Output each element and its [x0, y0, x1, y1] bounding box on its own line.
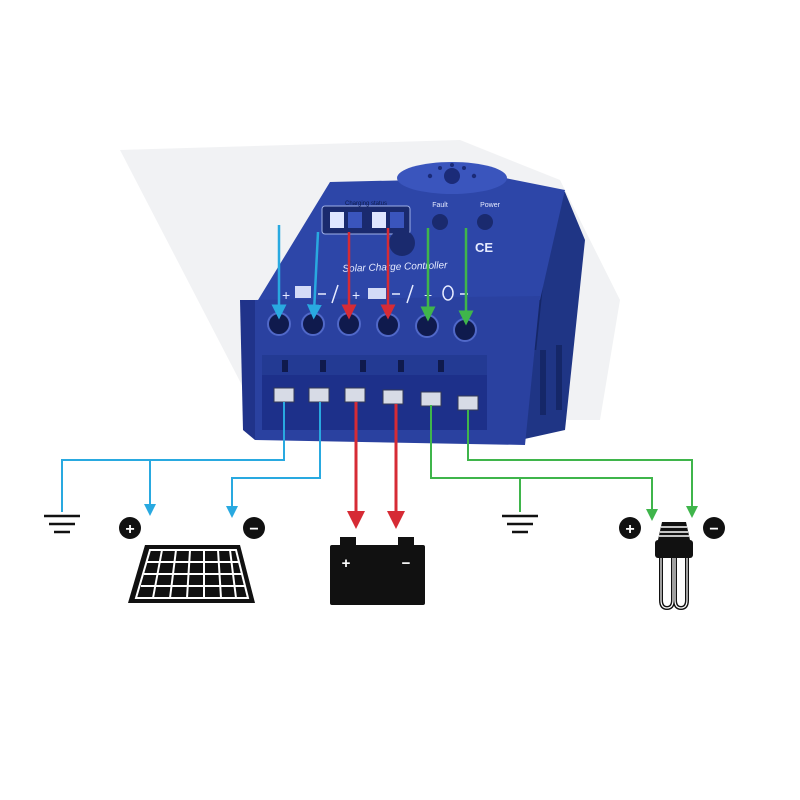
fault-label: Fault — [432, 202, 448, 209]
svg-text:+: + — [625, 521, 634, 538]
fault-led — [432, 214, 448, 230]
screw-hole-2 — [301, 312, 325, 336]
vent-holes — [427, 163, 477, 179]
svg-text:+: + — [282, 287, 290, 303]
power-label: Power — [480, 202, 501, 209]
indicator-leds: Fault Power — [432, 202, 501, 230]
screw-hole-4 — [376, 313, 400, 337]
cfl-bulb-icon — [655, 522, 693, 611]
terminal-slot-6 — [457, 395, 479, 411]
ground-symbol-right — [502, 514, 538, 534]
solar-plus-badge: + — [119, 517, 141, 539]
battery-wires — [347, 402, 405, 529]
terminal-slot-2 — [308, 387, 330, 403]
terminal-slot-3 — [344, 387, 366, 403]
power-led — [477, 214, 493, 230]
battery-icon: + − — [330, 537, 425, 605]
screw-hole-5 — [415, 314, 439, 338]
wire-load-minus — [467, 410, 698, 518]
load-wires — [430, 405, 698, 521]
wire-solar-minus — [226, 402, 321, 518]
solar-minus-badge: − — [243, 517, 265, 539]
charging-status-label: Charging status — [345, 201, 387, 207]
solar-panel-icon — [128, 545, 255, 603]
battery-minus-mark: − — [402, 555, 411, 572]
controller-front-bevel — [240, 300, 255, 440]
svg-text:−: − — [249, 521, 258, 538]
screw-hole-1 — [267, 312, 291, 336]
center-button — [389, 230, 415, 256]
load-plus-badge: + — [619, 517, 641, 539]
svg-text:+: + — [352, 287, 360, 303]
battery-plus-mark: + — [342, 555, 351, 572]
wire-solar-ground — [61, 402, 285, 512]
controller-title: Solar Charge Controller — [342, 260, 448, 275]
load-minus-badge: − — [703, 517, 725, 539]
solar-wires — [61, 402, 321, 518]
svg-text:+: + — [125, 521, 134, 538]
ground-symbol-left — [44, 514, 80, 534]
svg-text:−: − — [709, 521, 718, 538]
top-insertion-arrows — [271, 225, 474, 326]
charge-controller: Charging status Fault Power CE Solar Cha… — [240, 162, 585, 445]
wire-load-plus — [430, 405, 658, 521]
terminal-slot-1 — [273, 387, 295, 403]
terminal-slot-5 — [420, 391, 442, 407]
charging-status-window: Charging status — [321, 201, 411, 235]
terminal-slots — [273, 387, 479, 411]
vent-center — [444, 168, 460, 184]
screw-hole-3 — [337, 312, 361, 336]
screw-hole-6 — [453, 318, 477, 342]
terminal-slot-4 — [382, 389, 404, 405]
terminal-block — [262, 355, 487, 430]
ce-mark: CE — [475, 240, 493, 255]
arrow-solar-minus-in — [306, 231, 322, 320]
